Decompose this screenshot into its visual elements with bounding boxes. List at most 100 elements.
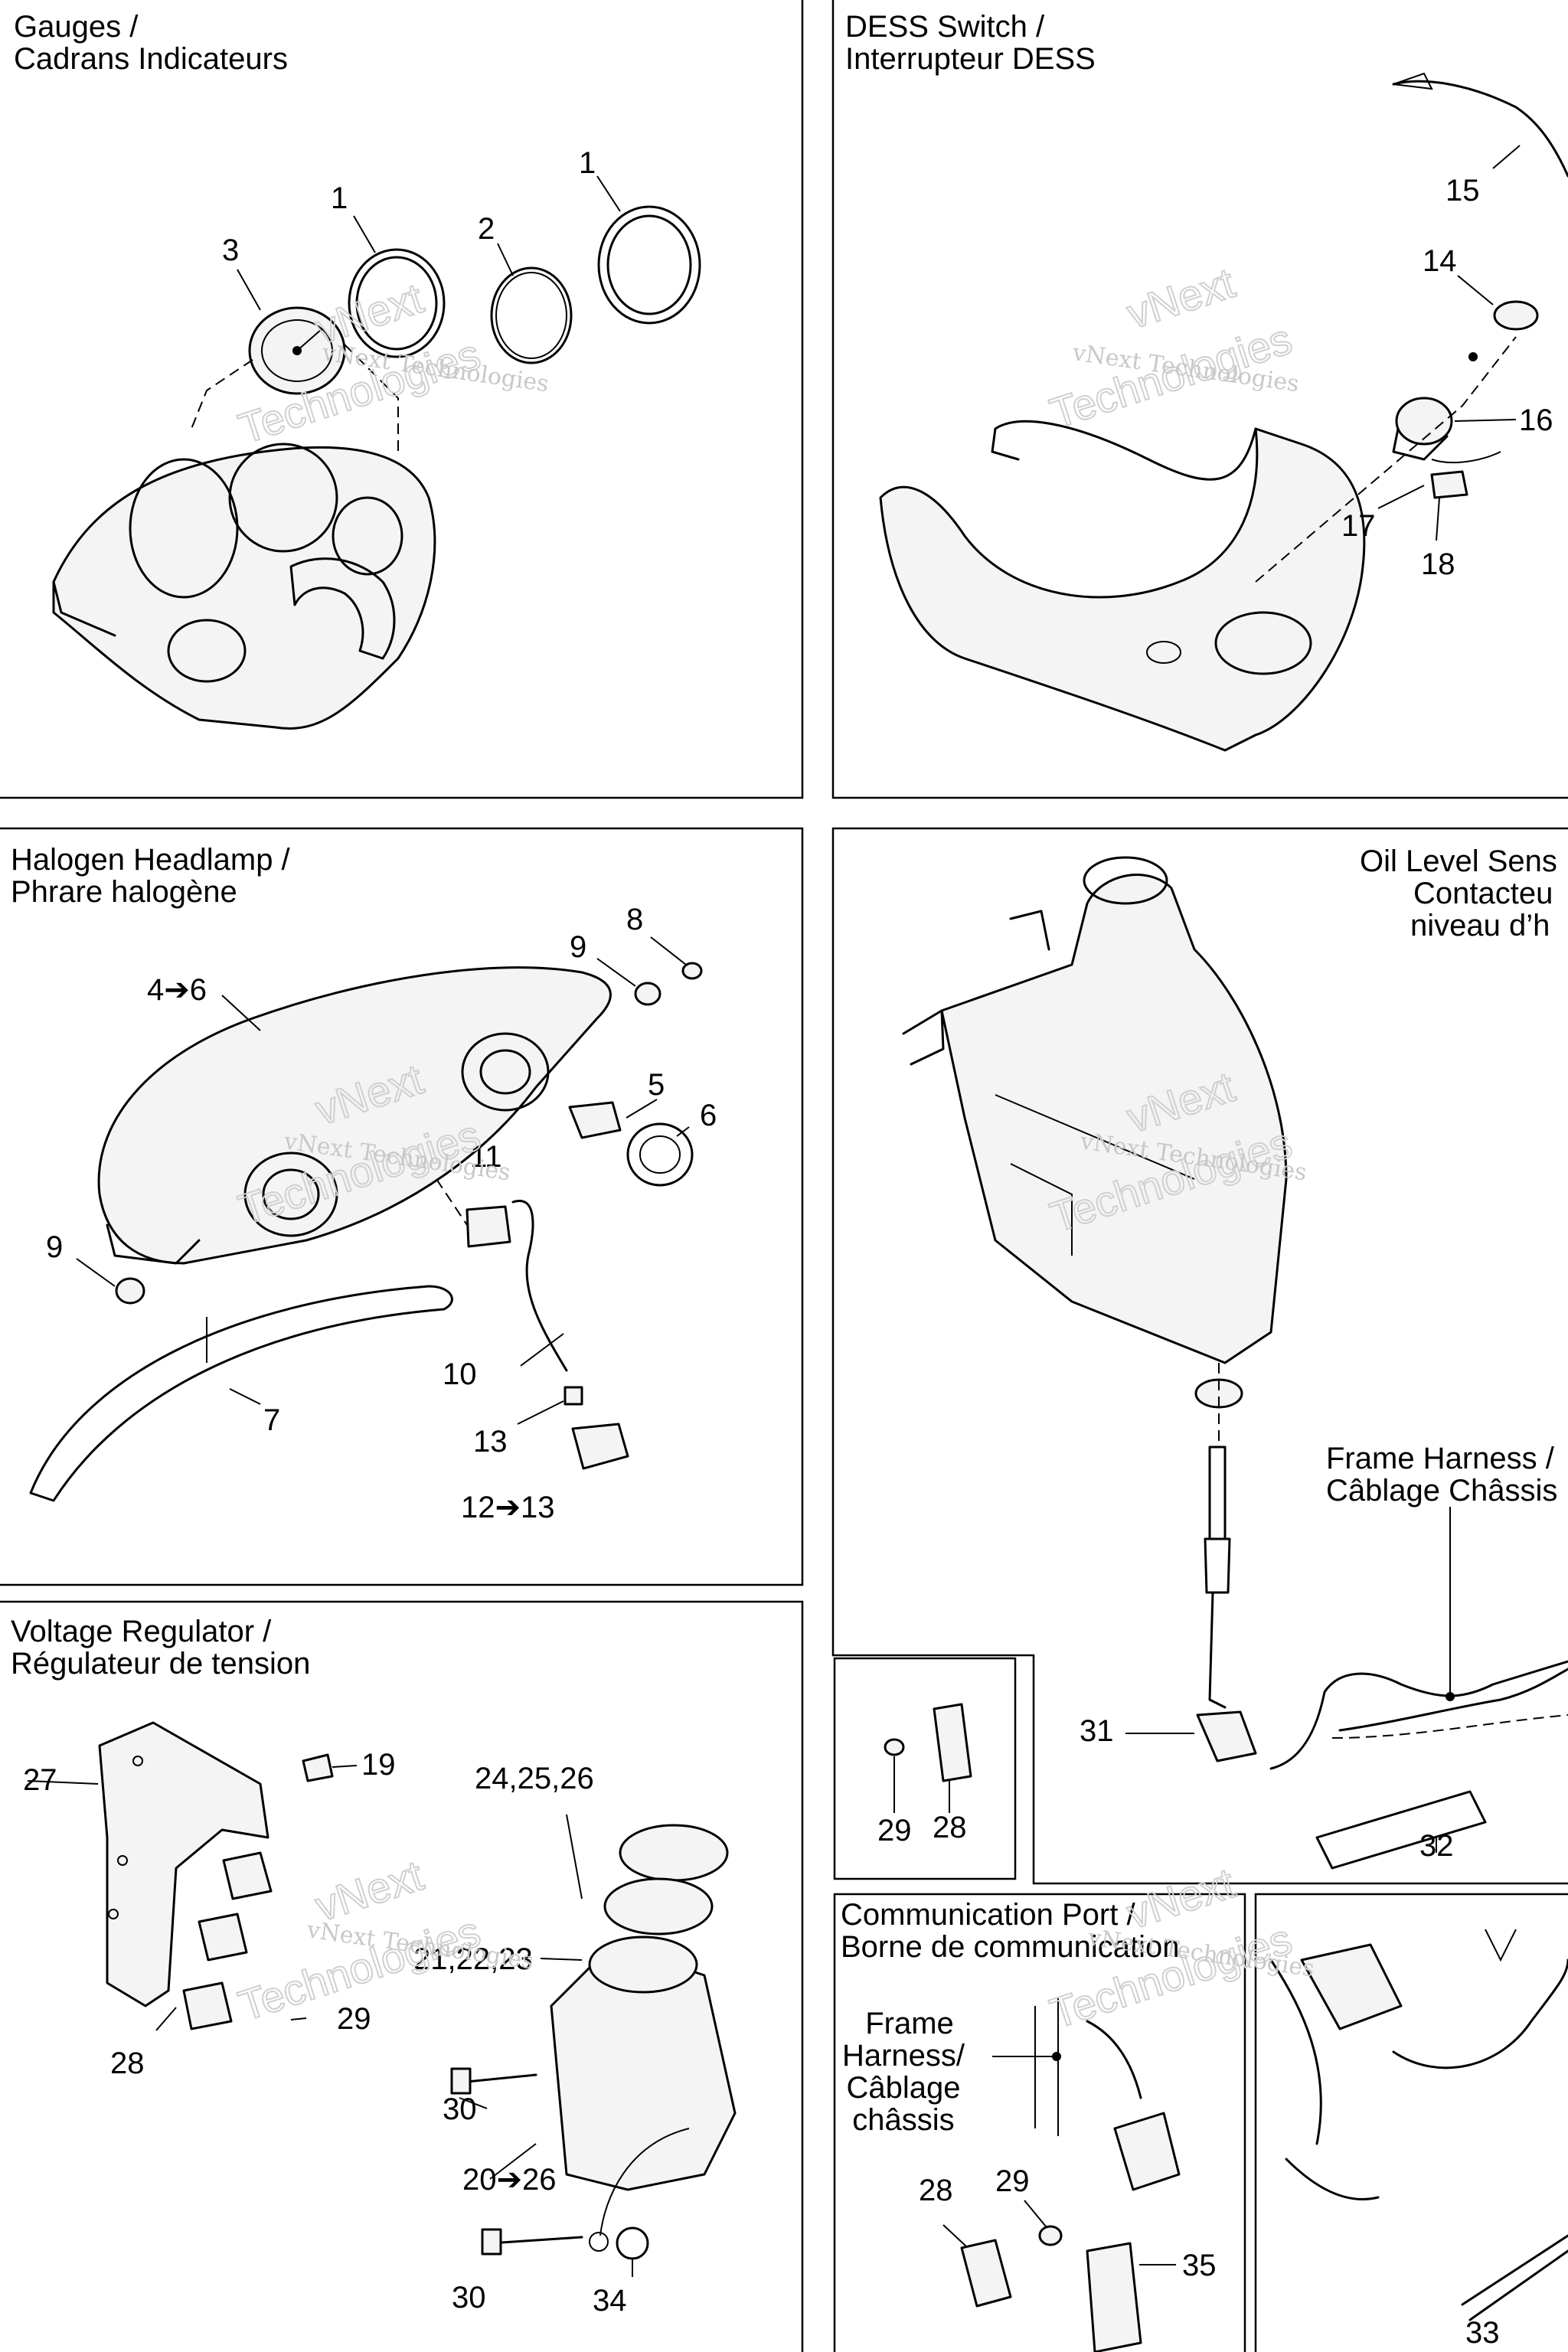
gauges-callouts: 1 2 1 3 xyxy=(222,146,596,267)
mounting-bolt xyxy=(488,2236,583,2245)
grommet xyxy=(634,982,662,1006)
clip-callouts: 29 28 xyxy=(877,1811,967,1847)
title-line: Régulateur de tension xyxy=(11,1647,310,1681)
title-line: Communication Port / xyxy=(841,1898,1135,1932)
grommet xyxy=(681,962,703,980)
comm-port-side-label: Frame Harness/ Câblage châssis xyxy=(842,2007,965,2137)
section-title-headlamp: Halogen Headlamp / Phrare halogène xyxy=(11,843,291,909)
oil-tank xyxy=(940,874,1288,1364)
title-line: Interrupteur DESS xyxy=(845,42,1096,76)
title-line: Frame Harness / xyxy=(1326,1442,1555,1475)
regulator-connector xyxy=(619,1824,729,1882)
callout-label: 9 xyxy=(570,930,586,964)
section-title-gauges: Gauges / Cadrans Indicateurs xyxy=(14,10,288,76)
headlamp-callouts: 8 9 4➔6 5 6 11 9 10 7 13 12➔13 xyxy=(46,903,717,1524)
comm-callouts: 28 29 35 xyxy=(919,2164,1217,2282)
title-line: Cadrans Indicateurs xyxy=(14,42,288,76)
mounting-bracket xyxy=(1300,1943,1403,2030)
title-line: Contacteu xyxy=(1413,877,1553,910)
harness-label-line: Frame xyxy=(865,2007,954,2040)
connector-seal xyxy=(564,1386,583,1406)
callout-label: 29 xyxy=(877,1814,912,1847)
title-line: Phrare halogène xyxy=(11,875,237,909)
dess-lanyard-cord xyxy=(1392,80,1568,178)
comm-port-illustration xyxy=(942,1998,1181,2352)
headlamp-trim xyxy=(29,1285,453,1502)
headlamp-housing xyxy=(97,966,612,1265)
gauge-opening-right xyxy=(332,496,403,576)
callout-label: 15 xyxy=(1446,174,1480,207)
title-line: niveau d’h xyxy=(1410,909,1550,942)
oil-tank-illustration xyxy=(902,856,1568,1870)
callout-label: 30 xyxy=(443,2092,477,2126)
protective-sleeve xyxy=(1315,1790,1487,1870)
callout-label: 1 xyxy=(579,146,596,180)
frame-harness-wire xyxy=(1269,1672,1403,1770)
callout-label: 9 xyxy=(46,1230,63,1264)
gauges-illustration xyxy=(52,175,701,730)
gauge-lens xyxy=(490,266,573,364)
callout-label: 29 xyxy=(337,2002,371,2036)
gauge-bezel-ring xyxy=(348,248,446,358)
harness-label-line: Câblage xyxy=(846,2071,960,2105)
dess-cap xyxy=(1493,300,1539,331)
callout-label: 7 xyxy=(263,1403,280,1437)
regulator-bracket xyxy=(98,1721,270,2007)
title-line: Voltage Regulator / xyxy=(11,1615,272,1648)
section-title-regulator: Voltage Regulator / Régulateur de tensio… xyxy=(11,1615,310,1681)
callout-label: 5 xyxy=(648,1068,665,1102)
callout-label: 18 xyxy=(1421,547,1455,581)
comm-port-connector xyxy=(1113,2112,1181,2191)
clip-inset-illustration xyxy=(884,1703,972,1813)
section-title-oil-level: Oil Level Sens Contacteu niveau d’h xyxy=(1360,844,1557,942)
regulator-callouts: 27 19 24,25,26 21,22,23 29 28 30 20➔26 3… xyxy=(23,1748,627,2318)
callout-label: 10 xyxy=(443,1357,477,1391)
section-title-comm-port: Communication Port / Borne de communicat… xyxy=(841,1898,1179,1964)
callout-label: 11 xyxy=(470,1140,502,1174)
title-line: Oil Level Sens xyxy=(1360,844,1557,878)
corner-detail-illustration xyxy=(1269,1929,1568,2321)
callout-label: 21,22,23 xyxy=(413,1942,533,1976)
retaining-clip xyxy=(933,1703,972,1782)
socket-connector xyxy=(571,1423,629,1470)
dess-connector xyxy=(1430,470,1468,499)
callout-label: 4➔6 xyxy=(147,973,207,1007)
title-line: Câblage Châssis xyxy=(1326,1474,1557,1508)
section-title-dess: DESS Switch / Interrupteur DESS xyxy=(845,10,1096,76)
callout-label: 35 xyxy=(1182,2249,1217,2282)
vent-tube xyxy=(511,1199,568,1372)
callout-label: 27 xyxy=(23,1763,57,1797)
panel-comm-port xyxy=(833,1893,1246,2352)
harness-label-line: Harness/ xyxy=(842,2039,965,2073)
callout-label: 13 xyxy=(473,1425,508,1459)
callout-label: 34 xyxy=(593,2284,627,2318)
panel-clip-inset xyxy=(833,1657,1017,1880)
clip-screw xyxy=(1038,2225,1063,2246)
grommet xyxy=(115,1277,145,1305)
callout-label: 6 xyxy=(700,1099,717,1132)
oil-callouts: 31 32 xyxy=(1080,1714,1454,1863)
callout-label: 17 xyxy=(1341,509,1376,543)
regulator-illustration xyxy=(27,1721,737,2277)
gauge-opening-left xyxy=(129,458,239,599)
callout-label: 2 xyxy=(478,212,495,246)
title-line: Borne de communication xyxy=(841,1930,1179,1964)
dess-switch-body xyxy=(1392,397,1501,464)
callout-label: 3 xyxy=(222,234,239,267)
clip-screw xyxy=(884,1738,905,1756)
bulb-retaining-ring xyxy=(626,1122,694,1187)
title-line: Halogen Headlamp / xyxy=(11,843,291,877)
callout-label: 12➔13 xyxy=(461,1491,555,1524)
callout-label: 28 xyxy=(919,2174,953,2207)
comm-port-cap xyxy=(1086,2242,1142,2352)
callout-label: 32 xyxy=(1419,1829,1454,1863)
callout-label: 30 xyxy=(452,2281,486,2314)
gauge-instrument xyxy=(248,306,346,395)
title-line: DESS Switch / xyxy=(845,10,1045,44)
callout-label: 14 xyxy=(1423,244,1457,278)
regulator-connector xyxy=(603,1877,714,1936)
callout-label: 29 xyxy=(995,2164,1030,2198)
callout-label: 24,25,26 xyxy=(475,1762,594,1795)
title-line: Gauges / xyxy=(14,10,139,44)
